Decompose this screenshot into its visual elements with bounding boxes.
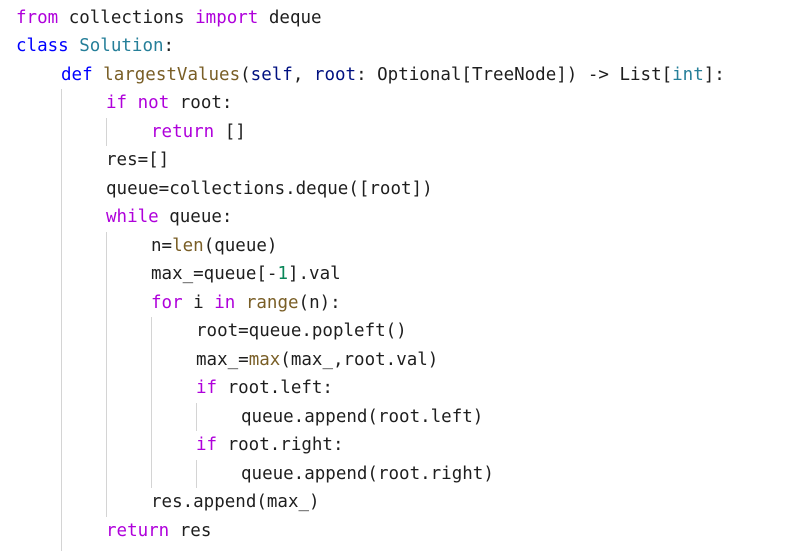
code-line[interactable]: class Solution: <box>16 32 174 61</box>
code-token <box>127 93 138 113</box>
code-token: [] <box>214 121 246 142</box>
code-line[interactable]: queue=collections.deque([root]) <box>106 175 433 204</box>
code-token: root: <box>169 93 233 113</box>
code-token <box>69 36 80 56</box>
code-token: root.right: <box>217 435 344 455</box>
code-token: import <box>195 7 259 28</box>
code-line[interactable]: def largestValues(self, root: Optional[T… <box>61 61 725 90</box>
code-token: max_= <box>196 349 249 370</box>
code-token: queue.append(root.right) <box>241 463 494 484</box>
code-token: max <box>248 349 281 370</box>
code-token: ( <box>240 64 251 85</box>
code-token <box>235 293 246 313</box>
code-line[interactable]: if root.right: <box>196 431 344 460</box>
code-line[interactable]: if root.left: <box>196 374 333 403</box>
code-token: res=[] <box>106 150 170 170</box>
code-token: self <box>250 64 293 85</box>
indent-guide <box>61 89 62 551</box>
code-token: for <box>151 292 183 313</box>
code-token: : <box>163 36 175 56</box>
code-token: len <box>172 235 204 256</box>
code-token: i <box>182 292 215 313</box>
code-token: while <box>106 207 159 227</box>
code-token: (n): <box>298 292 341 313</box>
code-token: int <box>672 64 704 85</box>
code-line[interactable]: return [] <box>151 118 246 147</box>
code-line[interactable]: queue.append(root.left) <box>241 403 483 432</box>
code-token: n= <box>151 235 173 256</box>
code-token: Solution <box>79 36 164 56</box>
code-token: not <box>137 93 170 113</box>
code-token: def <box>61 64 93 85</box>
code-line[interactable]: for i in range(n): <box>151 289 341 318</box>
code-token: if <box>196 435 218 455</box>
code-line[interactable]: queue.append(root.right) <box>241 460 494 489</box>
code-token: return <box>151 121 215 142</box>
code-line[interactable]: root=queue.popleft() <box>196 317 407 346</box>
code-line[interactable]: max_=max(max_,root.val) <box>196 346 438 375</box>
code-token: if <box>106 93 128 113</box>
code-token: res <box>169 520 212 541</box>
code-token: queue=collections.deque([root]) <box>106 178 433 199</box>
code-token: , <box>292 64 314 85</box>
code-token: : Optional[TreeNode]) -> List[ <box>356 64 673 85</box>
code-token: class <box>16 36 69 56</box>
code-line[interactable]: max_=queue[-1].val <box>151 260 341 289</box>
code-token: root=queue.popleft() <box>196 321 407 341</box>
code-token: return <box>106 520 170 541</box>
indent-guide <box>151 317 152 488</box>
code-token: root.left: <box>217 378 333 398</box>
code-line[interactable]: if not root: <box>106 89 232 118</box>
indent-guide <box>106 117 107 146</box>
indent-guide <box>106 231 107 517</box>
code-token: 1 <box>277 264 288 284</box>
code-line[interactable]: while queue: <box>106 203 232 232</box>
code-line[interactable]: from collections import deque <box>16 4 322 33</box>
code-line[interactable]: return res <box>106 517 211 546</box>
code-token: res.append(max_) <box>151 492 320 512</box>
code-token: from <box>16 7 59 28</box>
code-token: if <box>196 378 218 398</box>
indent-guide <box>196 402 197 431</box>
code-token: in <box>214 292 236 313</box>
code-token: queue.append(root.left) <box>241 406 484 427</box>
code-token: largestValues <box>103 64 241 85</box>
code-token: deque <box>258 7 322 28</box>
code-token: range <box>245 292 299 313</box>
code-token: queue: <box>158 207 233 227</box>
code-token: max_=queue[- <box>151 264 278 284</box>
indent-guide <box>196 459 197 488</box>
code-line[interactable]: res=[] <box>106 146 169 175</box>
code-token: (max_,root.val) <box>280 349 439 370</box>
code-token: collections <box>58 7 196 28</box>
code-token <box>93 65 104 85</box>
code-token: (queue) <box>203 235 278 256</box>
code-token: ]: <box>703 64 725 85</box>
code-line[interactable]: n=len(queue) <box>151 232 277 261</box>
code-line[interactable]: res.append(max_) <box>151 488 320 517</box>
code-token: root <box>313 64 357 85</box>
code-token: ].val <box>287 264 341 284</box>
